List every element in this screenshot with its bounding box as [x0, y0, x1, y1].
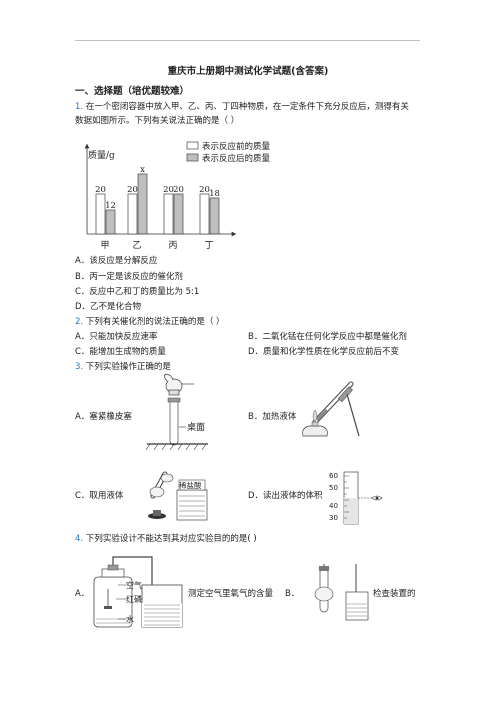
bar-丙-before [163, 193, 174, 235]
q3-option-c: C．取用液体 [75, 491, 124, 501]
beaker [345, 591, 369, 621]
bar-label-乙-after: x [140, 165, 145, 175]
bar-label-丙-before: 20 [163, 185, 174, 195]
x-tick-丙: 丙 [168, 240, 177, 251]
q4-number: 4. [75, 534, 84, 544]
q4-fig-b-airtight [314, 564, 369, 621]
q1-option-a: A．该反应是分解反应 [75, 256, 158, 266]
legend-label-after: 表示反应后的质量 [202, 153, 271, 164]
q1-number: 1. [75, 102, 84, 112]
page-title: 重庆市上册期中测试化学试题(含答案) [167, 66, 329, 77]
header-rule [75, 40, 420, 41]
q2-stem: 2. 下列有关催化剂的说法正确的是（ ） [75, 317, 225, 327]
q4-option-a-text: 测定空气里氧气的含量 [188, 589, 274, 599]
q3-number: 3. [75, 362, 84, 372]
bar-label-丁-after: 18 [209, 189, 220, 199]
x-tick-乙: 乙 [132, 240, 141, 251]
q1-option-d: D．乙不是化合物 [75, 302, 142, 312]
q3-fig-d-cylinder: 60 50 40 30 [329, 471, 383, 525]
q3-stem: 3. 下列实验操作正确的是 [75, 362, 171, 372]
hand-shape [149, 486, 165, 498]
cyl-tick-60: 60 [329, 472, 338, 480]
y-axis-label: 质量/g [88, 149, 115, 161]
q2-option-a: A．只能加快反应速率 [75, 332, 158, 342]
tube-mouth [168, 389, 180, 396]
bar-丁-after [209, 197, 220, 235]
q2-option-d: D．质量和化学性质在化学反应前后不变 [248, 347, 400, 357]
q2-option-c: C．能增加生成物的质量 [75, 347, 166, 357]
q1-option-b: B．丙一定是该反应的催化剂 [75, 272, 183, 282]
q2-number: 2. [75, 317, 84, 327]
q4-option-a-label: A． [75, 589, 90, 599]
legend-label-before: 表示反应前的质量 [202, 141, 271, 152]
bar-丙-after [173, 193, 184, 235]
spoon [104, 606, 112, 609]
flame-shape [312, 409, 318, 423]
q3-option-d: D．读出液体的体积 [248, 491, 323, 501]
q4-option-b-text: 检查装置的 [373, 589, 416, 599]
q3-fig-b-heating [302, 381, 360, 437]
bar-label-丁-before: 20 [199, 185, 210, 195]
label-water: 水 [126, 614, 134, 624]
q4-option-b-label: B． [285, 589, 300, 599]
hand-shape [314, 586, 334, 602]
delivery-tube [323, 564, 357, 608]
q1-stem-line1: 1. 在一个密闭容器中放入甲、乙、丙、丁四种物质，在一定条件下充分反应后，测得有… [75, 102, 409, 112]
legend-swatch-before [186, 141, 199, 150]
test-tube [169, 400, 179, 446]
bar-甲-after [105, 209, 116, 235]
q1-stem-line2: 数据如图所示。下列有关说法正确的是（ ） [75, 116, 240, 126]
label-air: 空气 [126, 580, 142, 590]
q3-option-a: A．塞紧橡皮塞 [75, 412, 132, 422]
cyl-tick-40: 40 [329, 502, 338, 510]
cyl-tick-50: 50 [329, 484, 338, 492]
q2-option-b: B．二氧化锰在任何化学反应中都是催化剂 [248, 332, 407, 342]
x-tick-labels: 甲乙丙丁 [100, 240, 213, 251]
q3-fig-c-liquid: 稀盐酸 [148, 471, 208, 521]
alcohol-lamp [302, 425, 328, 437]
legend-swatch-after [186, 153, 199, 162]
bar-乙-after [137, 173, 148, 235]
x-tick-甲: 甲 [100, 240, 109, 251]
bar-label-丙-after: 20 [173, 185, 184, 195]
q1-option-c: C．反应中乙和丁的质量比为 5:1 [75, 287, 200, 297]
table-label: 桌面 [187, 421, 205, 433]
reagent-label: 稀盐酸 [179, 480, 202, 490]
q4-stem: 4. 下列实验设计不能达到其对应实验目的的是( ) [75, 534, 257, 544]
q4-fig-a-oxygen: 空气 红磷 水 [93, 556, 183, 628]
q3-fig-a-stopper: 桌面 [145, 373, 208, 451]
section-heading: 一、选择题（培优题较难） [75, 86, 190, 97]
x-tick-丁: 丁 [204, 241, 213, 251]
bar-label-甲-before: 20 [95, 185, 106, 195]
cyl-tick-30: 30 [329, 514, 338, 522]
q3-option-b: B．加热液体 [248, 412, 297, 422]
bar-丁-before [199, 193, 210, 235]
bar-乙-before [127, 193, 138, 235]
label-phosphorus: 红磷 [126, 594, 142, 604]
reagent-bottle [176, 489, 208, 521]
bar-label-乙-before: 20 [127, 185, 138, 195]
glass-tube [112, 556, 153, 587]
bar-甲-before [95, 193, 106, 235]
bar-label-甲-after: 12 [105, 201, 116, 211]
